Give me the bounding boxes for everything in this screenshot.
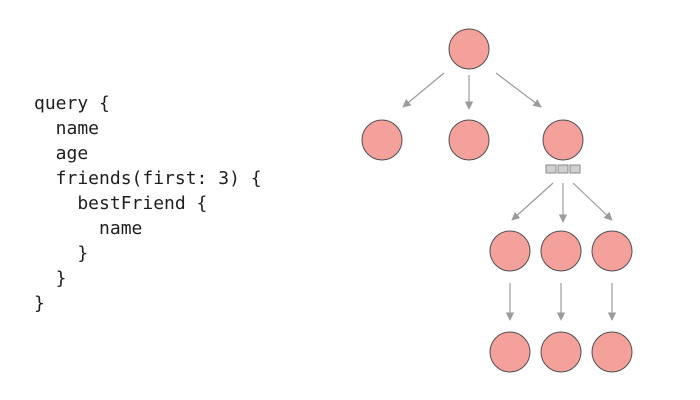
node-best-friend-3 xyxy=(591,331,633,373)
code-line: } xyxy=(34,268,67,289)
code-line: query { xyxy=(34,93,110,114)
node-name xyxy=(361,119,403,161)
node-friends xyxy=(542,119,584,161)
edge-root-to-friends xyxy=(495,72,542,108)
edge-friends-to-friend-3 xyxy=(572,182,613,221)
code-line: age xyxy=(34,143,89,164)
node-best-friend-1 xyxy=(489,331,531,373)
edge-root-to-name xyxy=(402,72,445,108)
node-friend-2 xyxy=(540,230,582,272)
node-friend-1 xyxy=(489,230,531,272)
node-best-friend-2 xyxy=(540,331,582,373)
code-line: name xyxy=(34,118,100,139)
code-line: bestFriend { xyxy=(34,193,208,214)
code-line: } xyxy=(34,243,89,264)
connection-box xyxy=(557,164,569,174)
graphql-query-code: query { name age friends(first: 3) { bes… xyxy=(34,91,262,316)
node-friend-3 xyxy=(591,230,633,272)
node-age xyxy=(448,119,490,161)
connection-box xyxy=(545,164,557,174)
code-line: name xyxy=(34,218,143,239)
code-line: friends(first: 3) { xyxy=(34,168,262,189)
edge-friends-to-friend-1 xyxy=(511,182,554,221)
node-root xyxy=(448,28,490,70)
connection-box xyxy=(569,164,581,174)
code-line: } xyxy=(34,293,45,314)
